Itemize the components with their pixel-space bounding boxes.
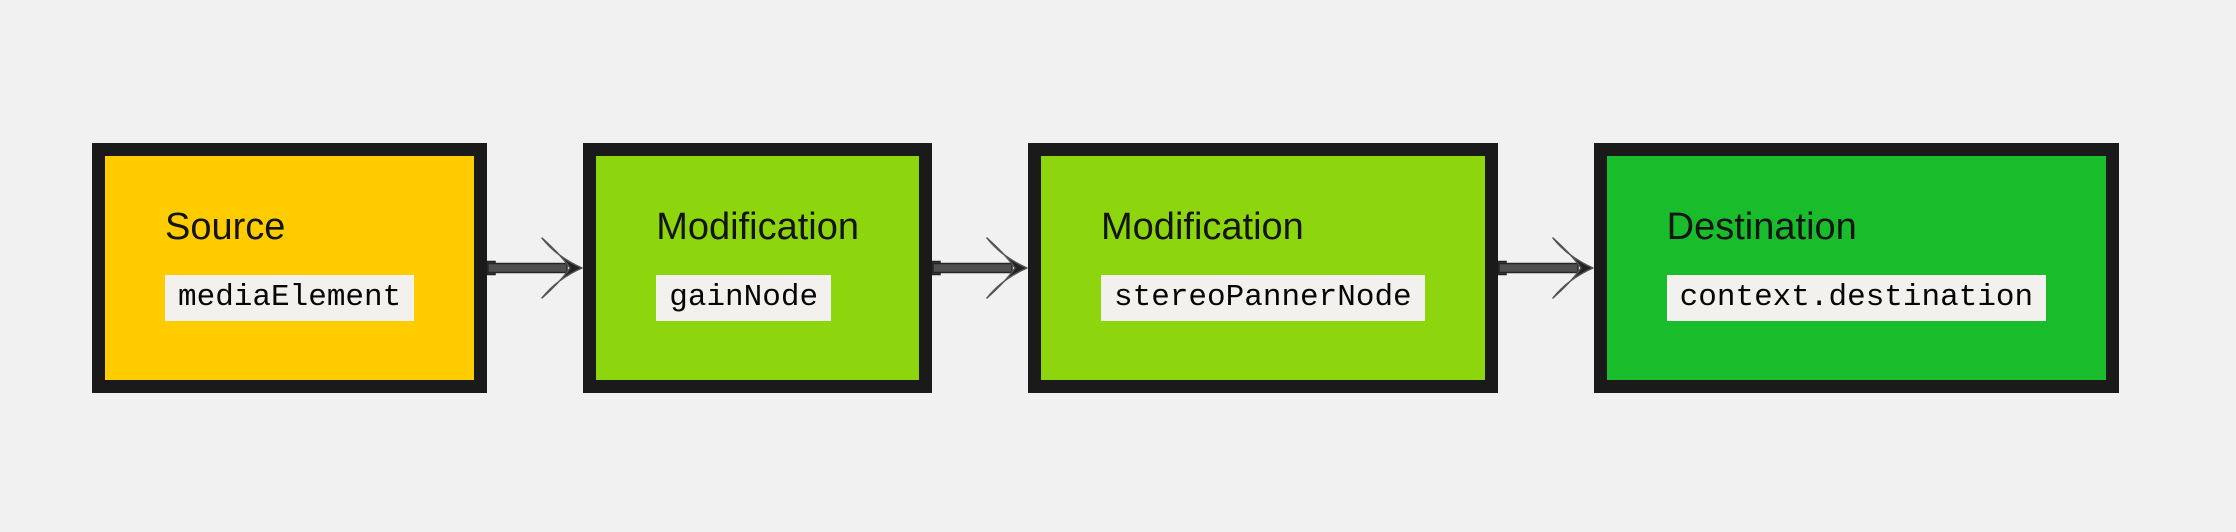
node-code-label: context.destination — [1666, 274, 2047, 322]
right-arrow-icon — [1497, 237, 1594, 299]
flow-arrow — [932, 231, 1028, 305]
right-arrow-icon — [487, 237, 583, 299]
right-arrow-icon — [932, 237, 1028, 299]
node-modification-gain: Modification gainNode — [583, 143, 933, 393]
node-title: Destination — [1666, 206, 1857, 248]
flow-arrow — [1497, 231, 1594, 305]
node-source: Source mediaElement — [92, 143, 488, 393]
flow-arrow — [487, 231, 583, 305]
node-code-label: stereoPannerNode — [1101, 274, 1425, 322]
node-code-label: gainNode — [656, 274, 832, 322]
node-title: Modification — [656, 206, 860, 248]
node-code-label: mediaElement — [165, 274, 415, 322]
flow-row: Source mediaElement Modification gainNod… — [92, 143, 2120, 393]
node-modification-panner: Modification stereoPannerNode — [1028, 143, 1498, 393]
node-destination: Destination context.destination — [1593, 143, 2120, 393]
node-title: Modification — [1101, 206, 1304, 248]
node-title: Source — [165, 206, 286, 248]
